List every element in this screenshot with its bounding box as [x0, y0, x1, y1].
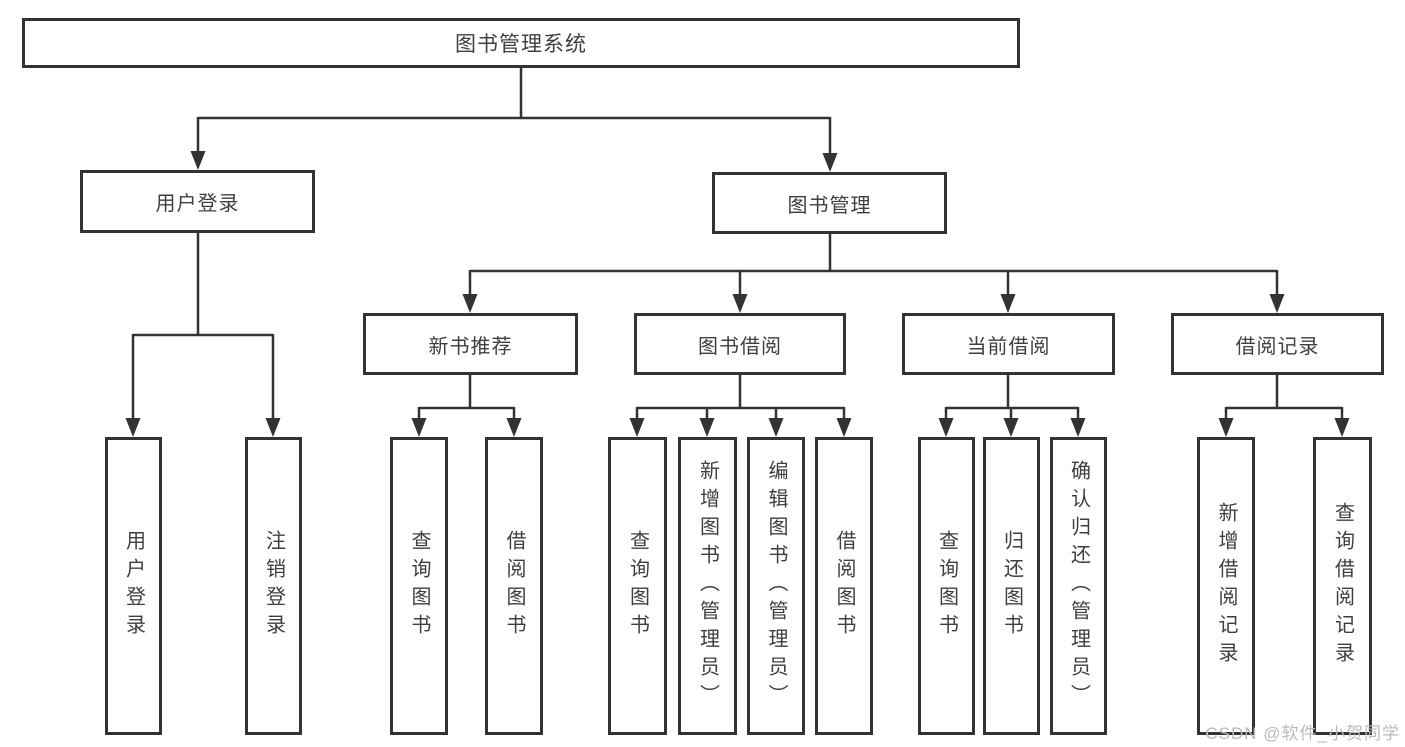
csdn-watermark: CSDN @软件_小贺同学: [1205, 724, 1400, 743]
leaf-add-borrow-record: 新增借阅记录: [1197, 437, 1255, 735]
node-new-book-recommend: 新书推荐: [363, 313, 578, 375]
node-current-borrowing-label: 当前借阅: [966, 335, 1051, 358]
leaf-borrowing-query-books: 查询图书: [608, 437, 667, 735]
leaf-edit-book-admin: 编辑图书（管理员）: [747, 437, 805, 735]
leaf-logout-label: 注销登录: [262, 530, 285, 642]
leaf-add-book-admin: 新增图书（管理员）: [678, 437, 737, 735]
leaf-current-query-books: 查询图书: [918, 437, 975, 735]
leaf-edit-book-admin-label: 编辑图书（管理员）: [765, 460, 787, 712]
leaf-return-books: 归还图书: [983, 437, 1040, 735]
leaf-recommend-query-books: 查询图书: [390, 437, 448, 735]
node-user-login-label: 用户登录: [155, 193, 240, 215]
node-borrow-records-label: 借阅记录: [1235, 335, 1320, 358]
leaf-logout: 注销登录: [245, 437, 302, 735]
leaf-return-books-label: 归还图书: [1000, 530, 1023, 642]
node-book-management-label: 图书管理: [787, 194, 872, 217]
leaf-current-query-books-label: 查询图书: [935, 530, 958, 642]
node-current-borrowing: 当前借阅: [902, 313, 1115, 375]
node-root: 图书管理系统: [22, 18, 1020, 68]
leaf-confirm-return-admin-label: 确认归还（管理员）: [1067, 460, 1090, 712]
node-new-book-recommend-label: 新书推荐: [428, 335, 513, 358]
leaf-query-borrow-record: 查询借阅记录: [1313, 437, 1372, 735]
node-book-management: 图书管理: [712, 172, 947, 234]
leaf-user-login-label: 用户登录: [122, 530, 145, 642]
node-book-borrowing: 图书借阅: [634, 313, 846, 375]
leaf-confirm-return-admin: 确认归还（管理员）: [1050, 437, 1107, 735]
leaf-user-login: 用户登录: [105, 437, 162, 735]
leaf-borrowing-borrow-books-label: 借阅图书: [833, 530, 855, 642]
leaf-add-borrow-record-label: 新增借阅记录: [1215, 502, 1237, 670]
leaf-borrowing-query-books-label: 查询图书: [626, 530, 649, 642]
node-root-label: 图书管理系统: [455, 33, 587, 56]
node-user-login: 用户登录: [80, 170, 315, 233]
leaf-query-borrow-record-label: 查询借阅记录: [1331, 502, 1354, 670]
leaf-borrowing-borrow-books: 借阅图书: [815, 437, 873, 735]
leaf-recommend-borrow-books: 借阅图书: [485, 437, 543, 735]
leaf-add-book-admin-label: 新增图书（管理员）: [696, 460, 719, 712]
leaf-recommend-query-books-label: 查询图书: [408, 530, 430, 642]
leaf-recommend-borrow-books-label: 借阅图书: [503, 530, 525, 642]
node-book-borrowing-label: 图书借阅: [698, 335, 782, 358]
node-borrow-records: 借阅记录: [1171, 313, 1384, 375]
